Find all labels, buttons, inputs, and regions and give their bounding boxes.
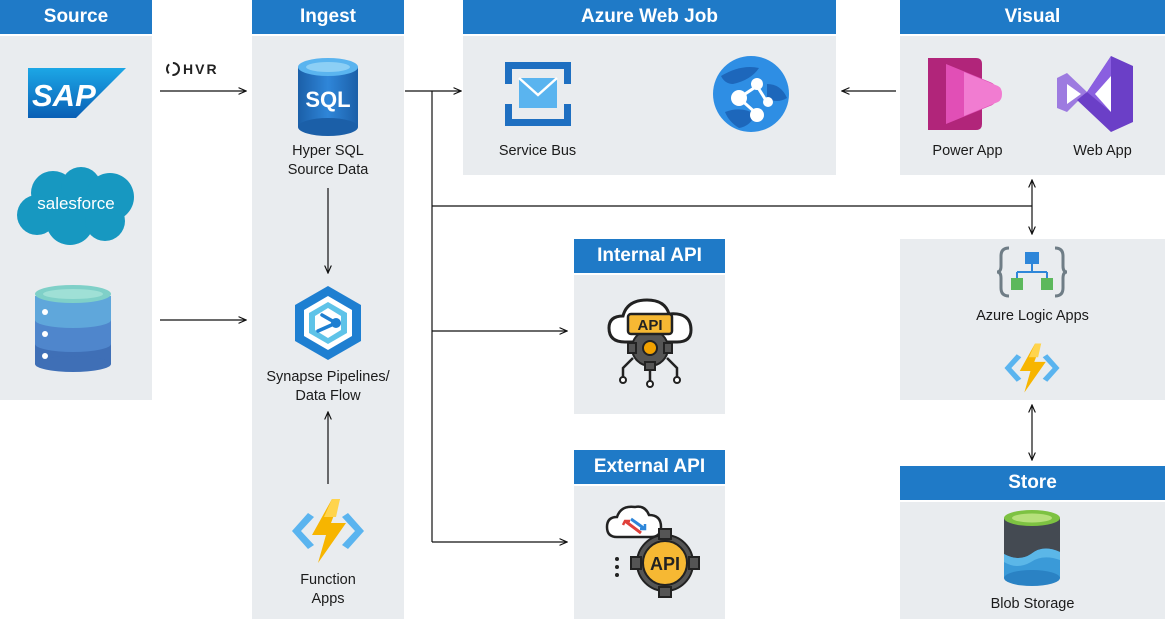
hyper-sql-label: Hyper SQL Source Data [287, 143, 369, 178]
service-bus-icon [505, 62, 571, 126]
database-icon [33, 282, 113, 372]
synapse-label: Synapse Pipelines/ Data Flow [266, 369, 390, 404]
internal-api-badge-text: API [637, 317, 662, 334]
service-bus-label: Service Bus [498, 143, 577, 159]
store-header: Store [900, 466, 1165, 502]
function-apps-icon [288, 497, 368, 565]
sql-icon-text: SQL [305, 87, 350, 112]
external-api-badge-text: API [650, 554, 680, 574]
visual-header: Visual [900, 0, 1165, 36]
sap-logo: SAP [28, 68, 126, 118]
logic-apps-icon [996, 246, 1068, 298]
external-api-icon: API [603, 503, 703, 599]
logic-apps-label: Azure Logic Apps [976, 308, 1089, 324]
web-app-globe-icon [711, 54, 791, 134]
blob-storage-label: Blob Storage [990, 596, 1075, 612]
internal-api-header: Internal API [574, 239, 725, 275]
external-api-panel: External API [574, 450, 725, 619]
ingest-header: Ingest [252, 0, 404, 36]
source-header: Source [0, 0, 152, 36]
hvr-text: HVR [183, 61, 219, 77]
synapse-icon [288, 283, 368, 363]
power-app-label: Power App [932, 143, 1003, 159]
web-app-vs-icon [1055, 54, 1135, 134]
external-api-header: External API [574, 450, 725, 486]
power-apps-icon [924, 54, 1006, 134]
salesforce-text: salesforce [37, 194, 114, 213]
internal-api-cloud-icon: API [603, 294, 697, 388]
hvr-logo: HVR [165, 58, 240, 80]
sap-text: SAP [32, 78, 96, 113]
web-app-label: Web App [1073, 143, 1132, 159]
sql-database-icon: SQL [297, 57, 359, 137]
webjob-header: Azure Web Job [463, 0, 836, 36]
function-apps-label: Function Apps [300, 572, 356, 607]
logic-function-icon [1001, 342, 1063, 394]
blob-storage-icon [1003, 510, 1061, 588]
salesforce-logo: salesforce [15, 165, 137, 247]
